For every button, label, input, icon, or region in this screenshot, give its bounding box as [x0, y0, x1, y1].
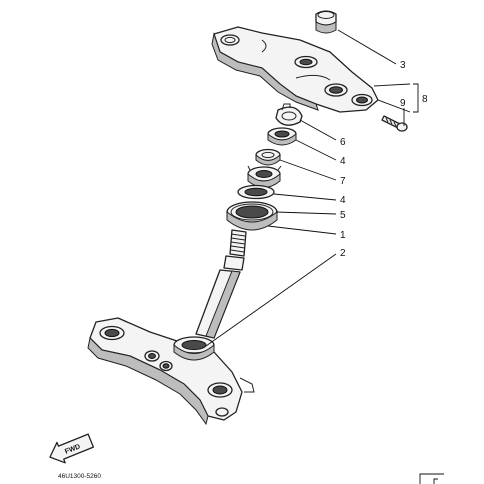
callout-6: 6 — [340, 137, 346, 148]
callout-9: 9 — [400, 98, 406, 109]
adjusting-nut — [247, 165, 282, 188]
under-bracket — [87, 229, 255, 426]
ring-nut-upper — [275, 103, 303, 126]
bearing-race — [226, 201, 278, 231]
dust-seal — [237, 184, 275, 200]
cap-nut — [315, 10, 337, 34]
upper-bracket — [211, 26, 379, 113]
forward-arrow-icon: FWD — [49, 433, 95, 464]
leader-lines — [205, 29, 419, 347]
callout-2: 2 — [340, 248, 346, 259]
corner-mark-tick — [433, 478, 438, 484]
callout-4-lower: 4 — [340, 195, 346, 206]
pinch-bolt — [381, 115, 408, 132]
callout-4-upper: 4 — [340, 156, 346, 167]
callout-3: 3 — [400, 60, 406, 71]
lock-washer — [267, 127, 297, 146]
callout-5: 5 — [340, 210, 346, 221]
callout-8: 8 — [422, 94, 428, 105]
ring-nut-lower — [255, 148, 281, 166]
drawing-code: 46U1300-5260 — [58, 473, 101, 480]
corner-mark — [419, 473, 444, 484]
callout-7: 7 — [340, 176, 346, 187]
callout-1: 1 — [340, 230, 346, 241]
